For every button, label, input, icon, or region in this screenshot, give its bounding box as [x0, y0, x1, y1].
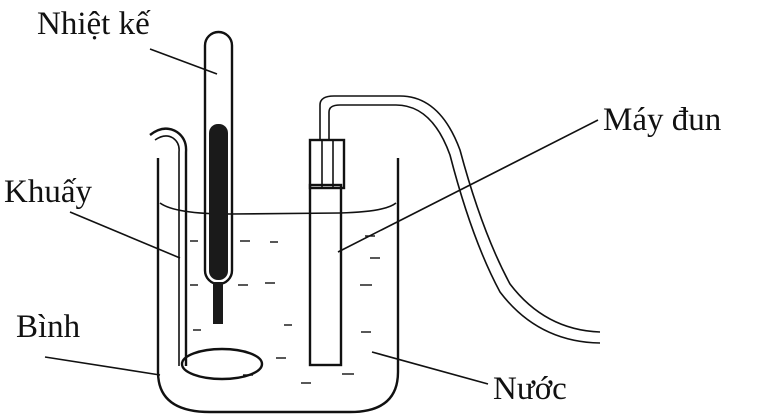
heater-cable-inner — [328, 104, 601, 344]
thermometer-mercury — [209, 124, 228, 280]
leader-vessel — [44, 356, 161, 376]
leader-heater — [337, 119, 599, 253]
heater-cap — [308, 138, 346, 190]
heater-body — [308, 183, 343, 367]
water-surface — [159, 202, 397, 215]
leader-thermometer — [149, 48, 218, 75]
label-vessel: Bình — [16, 309, 81, 345]
stirrer-rod-inner — [154, 135, 180, 366]
label-water: Nước — [493, 371, 567, 407]
label-stirrer: Khuấy — [4, 174, 92, 210]
label-heater: Máy đun — [603, 102, 721, 138]
stirrer-rod — [149, 127, 188, 366]
heater-cable — [319, 95, 601, 333]
stirrer-ring — [180, 347, 264, 381]
thermometer-stem — [213, 282, 223, 324]
vessel-outer-wall — [156, 158, 400, 414]
leader-stirrer — [69, 211, 181, 259]
leader-water — [371, 351, 489, 385]
label-thermometer: Nhiệt kế — [37, 6, 151, 42]
